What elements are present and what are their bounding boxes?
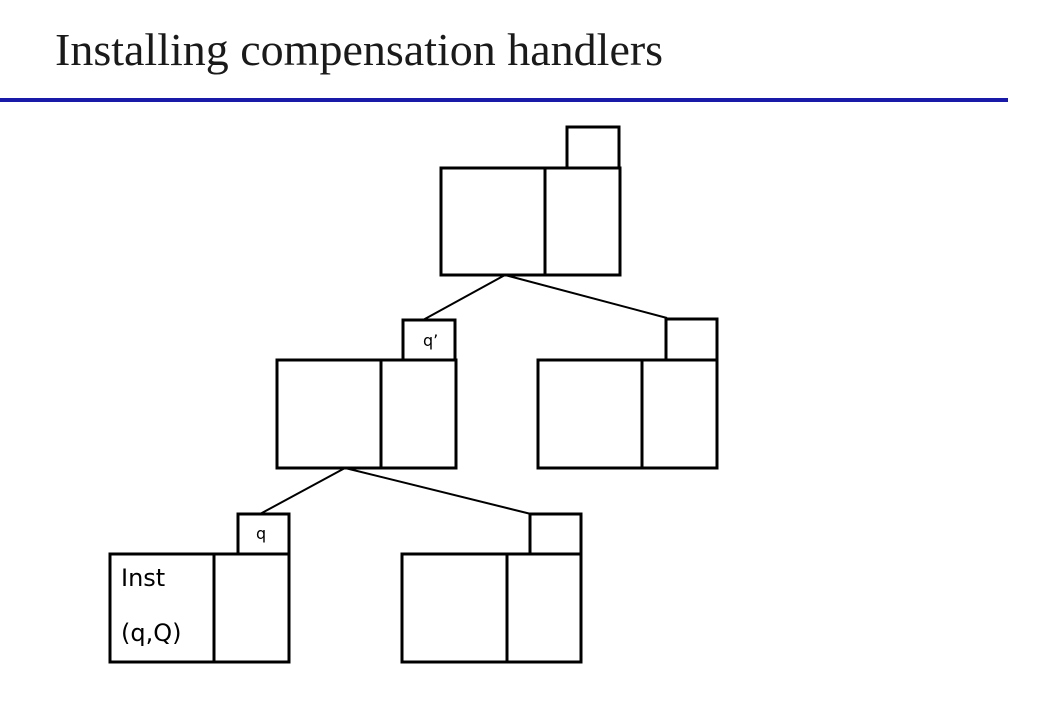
leaf-tag-box [236,512,291,556]
left-middle-tag-label: q’ [423,331,438,350]
edge-middle-to-right-leaf [344,467,532,515]
root-tag-box [565,125,621,170]
right-middle-node-box [536,358,719,470]
right-leaf-tag-box [528,512,583,556]
leaf-tag-label: q [256,524,266,543]
slide-title: Installing compensation handlers [55,24,664,75]
edge-root-to-left [422,274,506,321]
left-middle-node-box [275,358,458,470]
leaf-inst-label-line1: Inst [121,564,165,592]
leaf-node-box [108,552,291,664]
edge-middle-to-leaf [259,467,346,515]
root-node-box [439,166,622,277]
leaf-inst-label-line2: (q,Q) [121,619,181,647]
right-middle-tag-box [664,317,719,362]
edge-root-to-right [504,274,668,319]
right-leaf-node-box [400,552,583,664]
title-rule [0,98,1008,102]
